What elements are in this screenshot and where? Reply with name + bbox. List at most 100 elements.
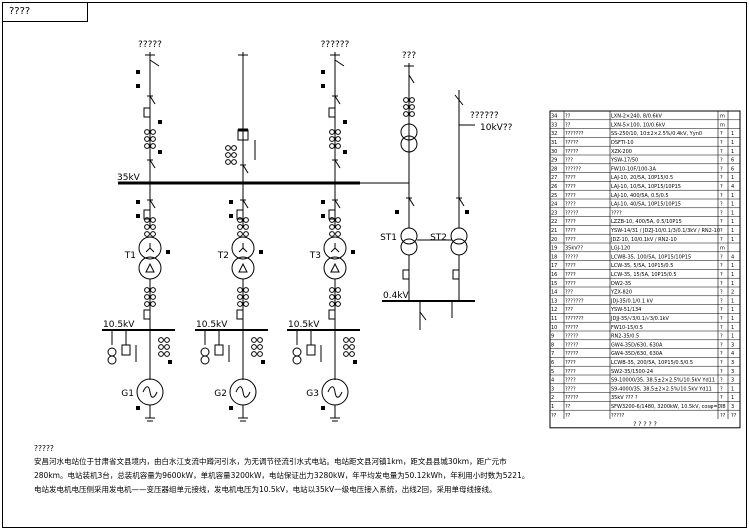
current-transformer xyxy=(257,337,263,343)
table-cell-unit: ? xyxy=(720,307,723,313)
generator-label: G3 xyxy=(306,389,319,399)
transformer-winding-lv xyxy=(323,256,347,280)
table-cell-no: 27 xyxy=(551,175,557,181)
table-cell-spec: SS-250/10, 10±2×2.5%/0.4kV, Yyn0 xyxy=(611,131,702,137)
table-cell-name: ??????? xyxy=(565,298,584,304)
table-cell-qty: 1 xyxy=(731,395,734,401)
table-cell-name: ????? xyxy=(565,140,579,146)
aux-transformer-lv xyxy=(400,135,418,153)
table-cell-no: 8 xyxy=(551,342,554,348)
notes-title: ????? xyxy=(34,444,54,453)
current-transformer xyxy=(329,301,335,307)
table-cell-spec: DSFTI-10 xyxy=(611,140,634,146)
station-transformer-hv xyxy=(400,227,418,245)
table-cell-no: 7 xyxy=(551,351,554,357)
current-transformer xyxy=(158,337,164,343)
table-cell-unit: ? xyxy=(720,149,723,155)
table-cell-qty: 3 xyxy=(731,404,734,410)
marker xyxy=(351,250,355,254)
table-cell-unit: ? xyxy=(720,351,723,357)
table-cell-qty: 3 xyxy=(731,378,734,384)
table-cell-spec: LCWB-35, 100/5A, 10P15/10P15 xyxy=(611,254,691,260)
wye xyxy=(242,247,248,253)
current-transformer xyxy=(144,294,150,300)
transformer-winding-hv xyxy=(231,236,255,260)
current-transformer xyxy=(329,231,335,237)
table-cell-no: 30 xyxy=(551,149,557,155)
table-header-no: ?? xyxy=(551,413,557,419)
line-breaker xyxy=(328,107,336,118)
marker xyxy=(259,250,263,254)
table-cell-unit: ? xyxy=(720,360,723,366)
current-transformer xyxy=(243,224,249,230)
table-cell-spec: S9-10000/35, 38.5±2×2.5%/10.5kV Yd11 xyxy=(611,378,715,384)
delta xyxy=(238,262,248,273)
table-cell-unit: ? xyxy=(720,395,723,401)
line-disconnector xyxy=(334,95,341,105)
table-cell-unit: ? xyxy=(720,237,723,243)
current-transformer xyxy=(251,351,257,357)
table-cell-no: 22 xyxy=(551,219,557,225)
table-cell-unit: ? xyxy=(720,210,723,216)
busbar-label: 35kV xyxy=(117,173,141,183)
table-cell-name: ???? xyxy=(565,369,576,375)
table-cell-qty: 1 xyxy=(731,228,734,234)
table-cell-qty: 6 xyxy=(731,158,734,164)
transformer-breaker xyxy=(328,209,336,220)
table-cell-unit: ? xyxy=(720,158,723,164)
current-transformer xyxy=(329,217,335,223)
pt-element xyxy=(231,145,237,151)
aux-ct xyxy=(409,111,415,117)
current-transformer xyxy=(257,351,263,357)
table-cell-no: 11 xyxy=(551,316,557,322)
table-cell-qty: 1 xyxy=(731,272,734,278)
marker xyxy=(229,406,233,410)
pt-element xyxy=(225,145,231,151)
aux-disconnector xyxy=(408,74,415,84)
table-cell-name: ?? xyxy=(565,122,571,128)
table-cell-name: ??? xyxy=(565,307,573,313)
marker xyxy=(321,84,325,88)
table-cell-name: ?????? xyxy=(565,166,581,172)
gen-voltage-label: 10.5kV xyxy=(196,320,228,330)
table-cell-spec: S9-4000/35, 38.5±2×2.5%/10.5kV Yd11 xyxy=(611,386,712,392)
current-transformer xyxy=(329,143,335,149)
marker xyxy=(321,200,325,204)
marker xyxy=(158,120,162,124)
table-cell-no: 21 xyxy=(551,228,557,234)
transformer-winding-hv xyxy=(323,236,347,260)
table-cell-qty: 1 xyxy=(731,202,734,208)
table-cell-name: ??????? xyxy=(565,131,584,137)
current-transformer xyxy=(349,351,355,357)
generator-units: ?????T110.5kVG1T210.5kVG2??????T310.5kVG… xyxy=(102,40,360,422)
table-cell-unit: m xyxy=(720,246,725,252)
table-cell-spec: LCW-35, 15/5A, 10P15/0.5 xyxy=(611,272,677,278)
current-transformer xyxy=(329,224,335,230)
table-cell-spec: GW4-35D/630, 630A xyxy=(611,342,663,348)
table-cell-unit: m xyxy=(720,122,725,128)
current-transformer xyxy=(243,301,249,307)
table-cell-spec: LCWB-35, 200/5A, 10P15/0.5/0.5 xyxy=(611,360,693,366)
table-cell-name: ????? xyxy=(565,210,579,216)
table-cell-spec: JDZ-10, 10/0.1kV / RN2-10 xyxy=(610,237,677,243)
table-cell-unit: ? xyxy=(720,184,723,190)
bus-disconnector xyxy=(149,159,156,169)
marker xyxy=(136,406,140,410)
table-cell-unit: ? xyxy=(720,175,723,181)
current-transformer xyxy=(329,287,335,293)
pt-element xyxy=(225,152,231,158)
table-cell-no: 33 xyxy=(551,122,557,128)
notes-line-1: 安昌河水电站位于甘肃省文县境内，由白水江支流中蹲河引水，为无调节径流引水式电站。… xyxy=(34,457,507,466)
current-transformer xyxy=(243,287,249,293)
station-transformer-lv xyxy=(450,238,468,256)
current-transformer xyxy=(150,231,156,237)
table-cell-unit: m xyxy=(720,114,725,120)
table-cell-no: 13 xyxy=(551,298,557,304)
current-transformer xyxy=(164,337,170,343)
table-cell-spec: LAJ-10, 10/5A, 10P15/10P15 xyxy=(611,184,681,190)
table-cell-qty: 1 xyxy=(731,386,734,392)
table-cell-no: 23 xyxy=(551,210,557,216)
marker xyxy=(321,70,325,74)
table-cell-unit: ? xyxy=(720,342,723,348)
